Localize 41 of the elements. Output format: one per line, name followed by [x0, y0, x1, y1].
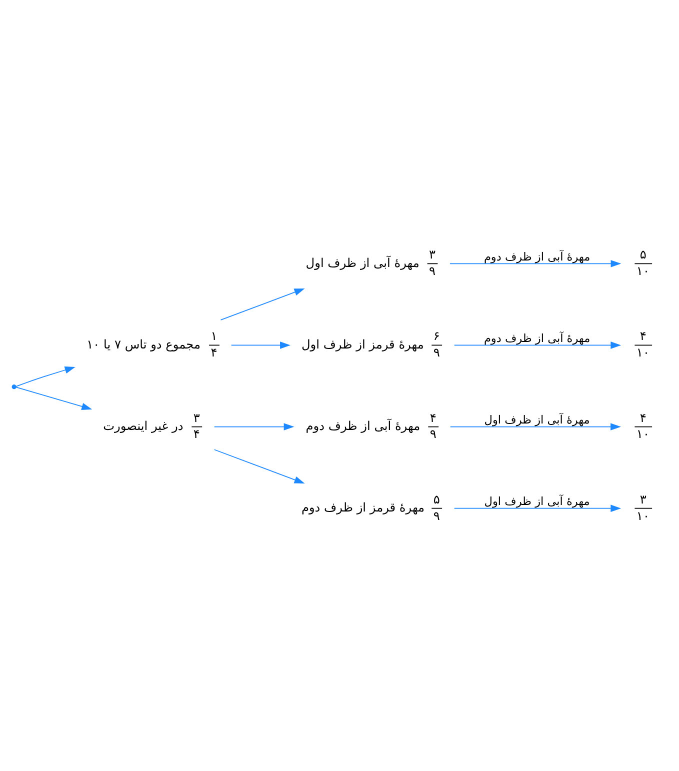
node-label: ۹ [433, 508, 440, 522]
arrow [16, 366, 76, 386]
node-label: ۴ [210, 345, 218, 360]
arrow [220, 288, 305, 320]
edge-label: مهرهٔ آبی از ظرف اول [484, 494, 590, 508]
node-label: ۳ [429, 247, 436, 262]
node-label: ۹ [430, 426, 436, 441]
node-label: ۴ [640, 328, 646, 343]
arrow [450, 259, 622, 267]
node-label: مجموع دو تاس ۷ یا ۱۰ [86, 336, 201, 351]
node-label: ۴ [193, 426, 200, 441]
node-label: مهرهٔ آبی از ظرف دوم [306, 418, 420, 432]
node-label: ۱۰ [636, 508, 650, 522]
node-label: مهرهٔ آبی از ظرف اول [306, 255, 420, 270]
node-label: مهرهٔ قرمز از ظرف اول [301, 336, 424, 351]
node-label: ۵ [433, 492, 440, 506]
node-label: ۴ [640, 410, 646, 424]
node-label: ۳ [193, 410, 200, 424]
node-label: در غیر اینصورت [103, 418, 184, 432]
arrow [214, 422, 294, 430]
node-label: مهرهٔ قرمز از ظرف دوم [301, 500, 425, 514]
arrow [230, 341, 290, 348]
edge-label: مهرهٔ آبی از ظرف دوم [484, 250, 590, 264]
node-label: ۱۰ [636, 264, 650, 278]
node-point [12, 384, 16, 389]
node-label: ۴ [430, 410, 436, 424]
node-label: ۵ [640, 247, 646, 262]
node-label: ۱ [210, 328, 218, 343]
arrow [454, 341, 622, 348]
node-label: ۳ [640, 492, 646, 506]
edge-label: مهرهٔ آبی از ظرف دوم [484, 332, 590, 345]
edge-label: مهرهٔ آبی از ظرف اول [484, 413, 590, 426]
arrow [450, 422, 621, 430]
arrow [214, 448, 305, 484]
arrow [454, 504, 622, 512]
arrow [16, 386, 92, 410]
node-label: ۱۰ [636, 345, 650, 360]
node-label: ۶ [433, 328, 440, 343]
node-label: ۹ [433, 345, 440, 360]
node-label: ۹ [429, 264, 436, 278]
node-label: ۱۰ [636, 426, 650, 441]
